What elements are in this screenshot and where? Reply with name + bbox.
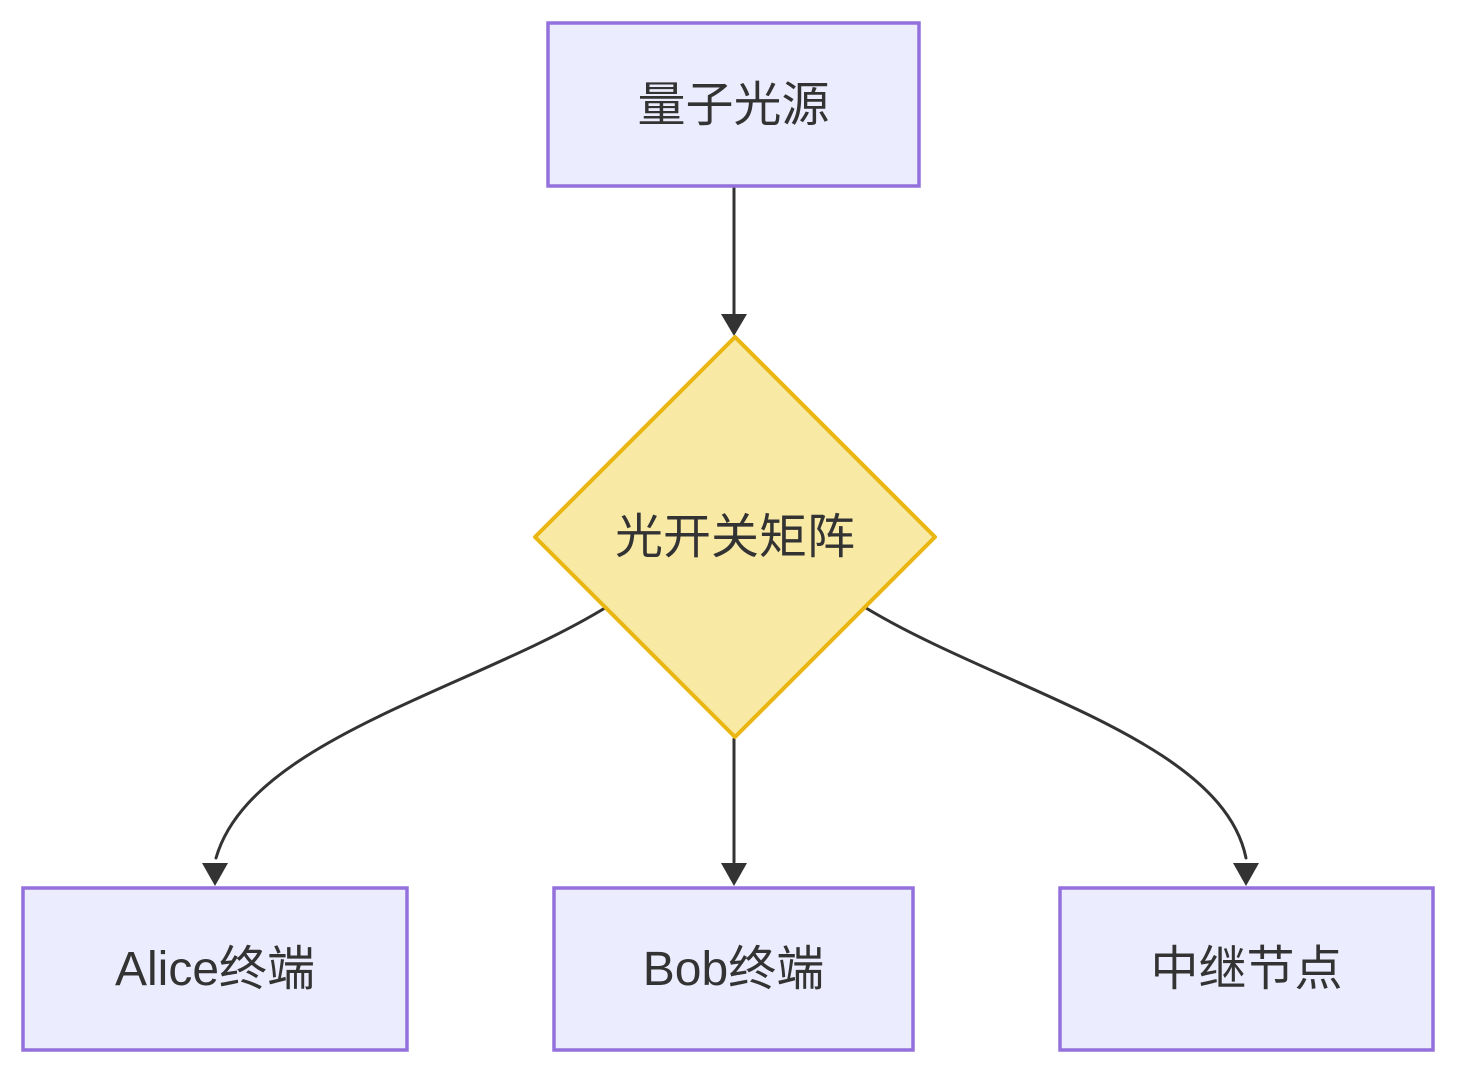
arrowhead-icon bbox=[721, 863, 747, 886]
node-alice-terminal: Alice终端 bbox=[21, 886, 409, 1052]
edge-optical-switch-matrix-to-bob-terminal bbox=[721, 737, 747, 886]
node-optical-switch-matrix: 光开关矩阵 bbox=[533, 335, 937, 739]
node-relay-node-shape bbox=[1058, 886, 1435, 1052]
node-optical-switch-matrix-shape bbox=[533, 335, 937, 739]
node-alice-terminal-label: Alice终端 bbox=[115, 943, 315, 996]
edge-line bbox=[214, 606, 607, 860]
arrowhead-icon bbox=[721, 314, 747, 336]
node-relay-node-label: 中继节点 bbox=[1150, 943, 1342, 996]
edge-quantum-source-to-optical-switch-matrix bbox=[721, 186, 747, 336]
node-bob-terminal-label: Bob终端 bbox=[643, 943, 824, 996]
node-quantum-source-shape bbox=[546, 21, 921, 188]
node-bob-terminal-shape bbox=[552, 886, 915, 1052]
node-optical-switch-matrix-label: 光开关矩阵 bbox=[615, 511, 855, 564]
node-quantum-source-label: 量子光源 bbox=[637, 79, 829, 132]
arrowhead-icon bbox=[1233, 863, 1259, 886]
edge-line bbox=[864, 606, 1248, 860]
node-relay-node: 中继节点 bbox=[1058, 886, 1435, 1052]
node-alice-terminal-shape bbox=[21, 886, 409, 1052]
node-bob-terminal: Bob终端 bbox=[552, 886, 915, 1052]
node-quantum-source: 量子光源 bbox=[546, 21, 921, 188]
arrowhead-icon bbox=[202, 863, 228, 886]
edge-optical-switch-matrix-to-alice-terminal bbox=[202, 606, 607, 886]
edge-optical-switch-matrix-to-relay-node bbox=[864, 606, 1259, 886]
